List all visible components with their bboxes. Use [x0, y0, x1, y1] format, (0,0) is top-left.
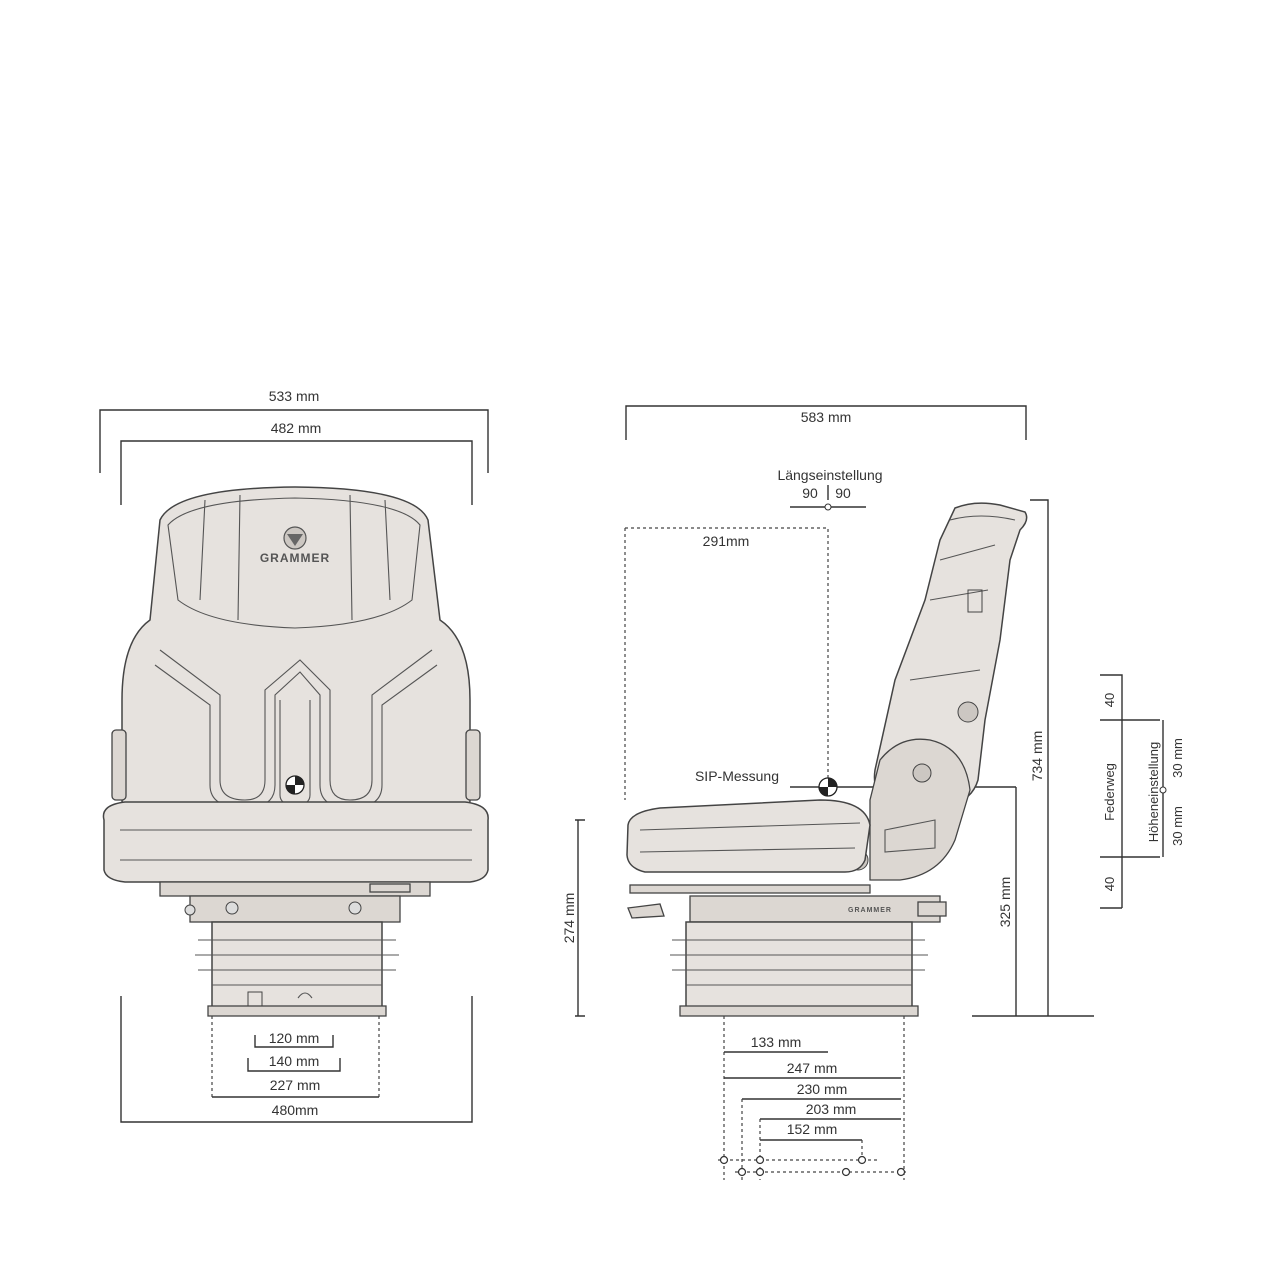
- longitudinal-aft: 90: [835, 485, 851, 501]
- side-scissor: [689, 895, 941, 923]
- width-overall-line: [99, 409, 489, 473]
- side-cushion: [626, 799, 871, 873]
- recline-knob-icon: [912, 763, 932, 783]
- height-adjust-up: 30 mm: [1170, 738, 1185, 778]
- side-view: 583 mm Längseinstellung 90 90 291mm SIP-…: [561, 405, 1185, 1180]
- front-logo-text: GRAMMER: [260, 551, 330, 565]
- rail-dim-247: 247 mm: [787, 1060, 838, 1076]
- side-logo-text: GRAMMER: [848, 907, 892, 914]
- sip-height-label: 325 mm: [997, 877, 1013, 928]
- sip-label: SIP-Messung: [695, 768, 779, 784]
- depth-overall-line: [625, 405, 1027, 440]
- rail-dim-230: 230 mm: [797, 1081, 848, 1097]
- longitudinal-label: Längseinstellung: [777, 467, 882, 483]
- suspension-bottom-label: 40: [1102, 877, 1117, 891]
- height-adjust-label: Höheneinstellung: [1146, 742, 1161, 842]
- front-height-label: 274 mm: [561, 893, 577, 944]
- base-dim-120: 120 mm: [269, 1030, 320, 1046]
- adjust-lever-icon: [627, 903, 665, 919]
- front-view: 533 mm 482 mm GRAMMER: [99, 388, 489, 1123]
- front-bellows-base: [211, 921, 383, 1015]
- sip-depth-label: 291mm: [703, 533, 750, 549]
- base-dim-227: 227 mm: [270, 1077, 321, 1093]
- suspension-label: Federweg: [1102, 763, 1117, 821]
- rail-dim-133: 133 mm: [751, 1034, 802, 1050]
- height-adjust-down: 30 mm: [1170, 806, 1185, 846]
- side-bellows-base: [685, 921, 913, 1015]
- depth-overall-label: 583 mm: [801, 409, 852, 425]
- total-height-label: 734 mm: [1029, 731, 1045, 782]
- width-cushion-line: [120, 440, 473, 505]
- suspension-top-label: 40: [1102, 693, 1117, 707]
- front-scissor: [189, 895, 401, 923]
- side-recline-hinge: [869, 738, 971, 881]
- longitudinal-fore: 90: [802, 485, 818, 501]
- side-slide-rail: [629, 884, 871, 894]
- front-backrest: [121, 486, 471, 821]
- rail-dim-152: 152 mm: [787, 1121, 838, 1137]
- front-headrest-panel: [167, 497, 421, 629]
- width-overall-label: 533 mm: [269, 388, 320, 404]
- rail-dim-203: 203 mm: [806, 1101, 857, 1117]
- base-dim-140: 140 mm: [269, 1053, 320, 1069]
- base-dim-480: 480mm: [272, 1102, 319, 1118]
- mounting-holes: [719, 1155, 906, 1177]
- width-cushion-label: 482 mm: [271, 420, 322, 436]
- front-cushion: [102, 801, 489, 883]
